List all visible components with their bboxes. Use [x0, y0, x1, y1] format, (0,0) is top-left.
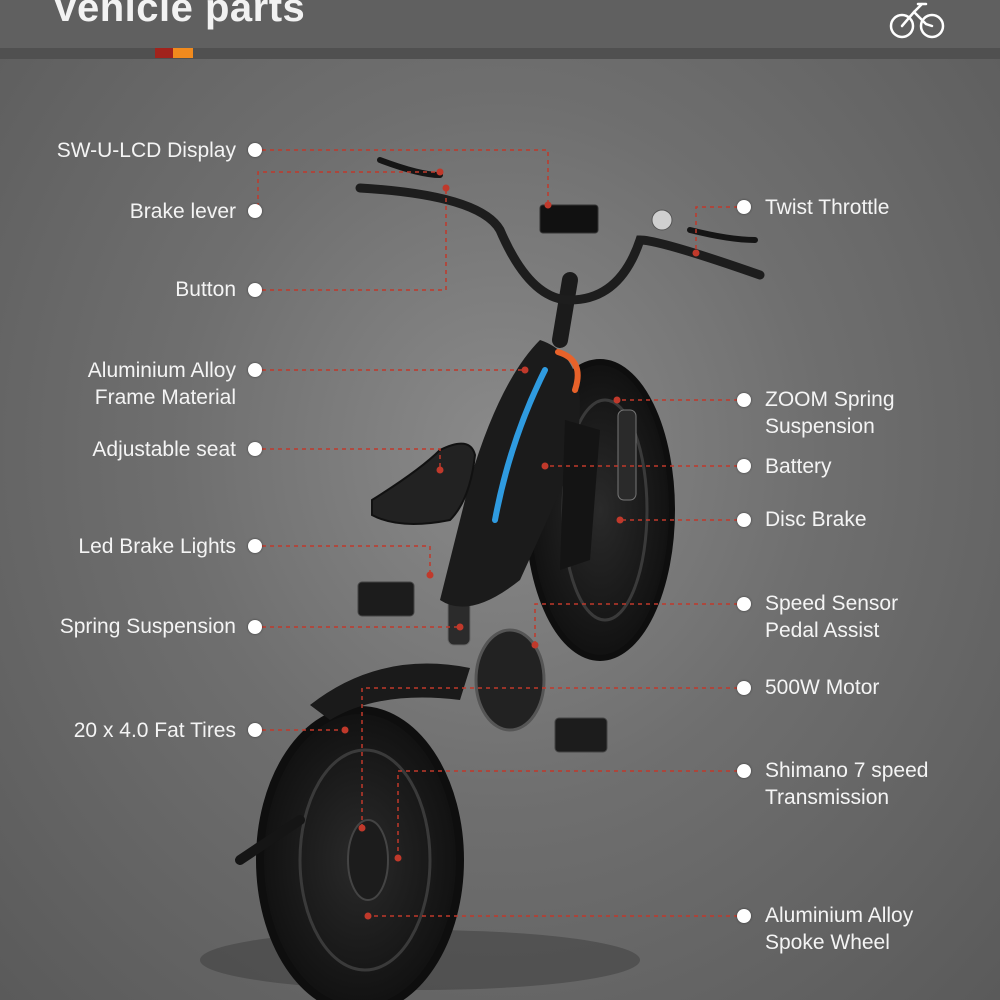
- callout-dot-spring-suspension: [248, 620, 262, 634]
- callout-dot-spoke-wheel: [737, 909, 751, 923]
- callout-dot-motor: [737, 681, 751, 695]
- label-speed-sensor: Speed Sensor Pedal Assist: [765, 592, 899, 642]
- frame-orange-stripe: [555, 349, 581, 393]
- label-frame-material: Aluminium Alloy Frame Material: [87, 359, 236, 409]
- label-spring-suspension: Spring Suspension: [59, 615, 236, 638]
- page-title: Vehicle parts: [52, 0, 306, 30]
- lcd-screen: [539, 204, 599, 234]
- label-spoke-wheel: Aluminium Alloy Spoke Wheel: [765, 904, 914, 954]
- label-adjustable-seat: Adjustable seat: [92, 438, 236, 461]
- callout-dot-battery: [737, 459, 751, 473]
- callout-dot-transmission: [737, 764, 751, 778]
- chainring: [474, 628, 546, 732]
- brake-lever-right: [687, 227, 758, 243]
- header-bar: Vehicle parts: [0, 0, 1000, 48]
- rear-fender: [310, 663, 470, 720]
- callout-dot-twist-throttle: [737, 200, 751, 214]
- callout-dot-brake-lever: [248, 204, 262, 218]
- label-lcd-display: SW-U-LCD Display: [56, 139, 236, 162]
- label-brake-lever: Brake lever: [129, 200, 236, 223]
- kickstand: [235, 815, 305, 865]
- callout-dot-adjustable-seat: [248, 442, 262, 456]
- front-fork: [617, 409, 637, 501]
- label-led-brake-lights: Led Brake Lights: [78, 535, 236, 558]
- callout-dot-button: [248, 283, 262, 297]
- label-transmission: Shimano 7 speed Transmission: [765, 759, 929, 809]
- pedal-left: [357, 581, 415, 617]
- pedal-right: [554, 717, 608, 753]
- callout-dot-frame-material: [248, 363, 262, 377]
- label-disc-brake: Disc Brake: [765, 508, 867, 531]
- callout-dot-lcd-display: [248, 143, 262, 157]
- label-zoom-spring-suspension: ZOOM Spring Suspension: [765, 388, 895, 438]
- label-fat-tires: 20 x 4.0 Fat Tires: [73, 719, 236, 742]
- callout-dot-led-brake-lights: [248, 539, 262, 553]
- callout-dot-disc-brake: [737, 513, 751, 527]
- label-motor: 500W Motor: [765, 676, 880, 699]
- leader-endpoints: [341, 168, 700, 920]
- stem: [552, 272, 578, 348]
- battery-pack: [560, 420, 600, 570]
- accent-bar-red: [155, 48, 173, 58]
- seat: [371, 442, 477, 525]
- frame-downtube: [440, 340, 580, 607]
- label-button: Button: [175, 278, 236, 301]
- callout-dot-zoom-spring-suspension: [737, 393, 751, 407]
- callout-dot-speed-sensor: [737, 597, 751, 611]
- label-battery: Battery: [765, 455, 832, 478]
- bell: [651, 209, 673, 231]
- header-divider: [0, 48, 1000, 59]
- rear-wheel: [256, 706, 464, 1000]
- handlebar: [355, 183, 765, 305]
- accent-bar-orange: [173, 48, 193, 58]
- label-twist-throttle: Twist Throttle: [765, 196, 890, 219]
- frame-blue-stripe: [492, 367, 548, 523]
- bicycle-icon: [889, 2, 945, 39]
- callout-dot-fat-tires: [248, 723, 262, 737]
